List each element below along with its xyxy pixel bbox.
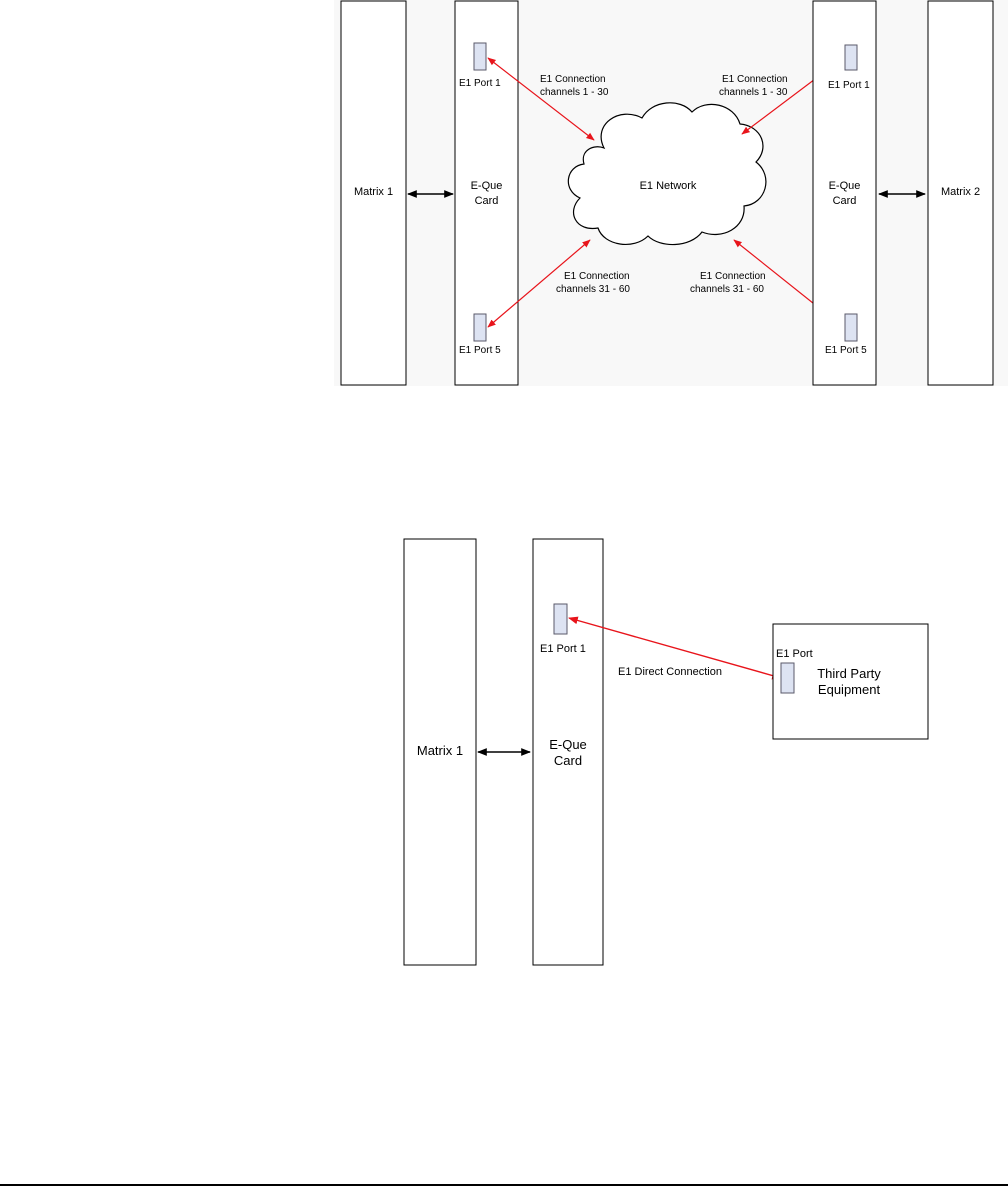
e1-port-1-right-label: E1 Port 1 — [828, 80, 870, 91]
e1-port-1-left-label: E1 Port 1 — [459, 78, 501, 89]
matrix-2-label: Matrix 2 — [941, 186, 980, 198]
e-que-card-direct-label-line1: E-Que — [549, 737, 587, 752]
e-que-card-direct-label-line2: Card — [554, 753, 582, 768]
e1-port-5-right-label: E1 Port 5 — [825, 345, 867, 356]
page-footer-rule — [0, 1184, 1008, 1186]
diagram-2: Matrix 1 E-Que Card E1 Port 1 E1 Direct … — [403, 538, 929, 966]
equipment-e1-port — [780, 662, 795, 694]
e1-network-cloud: E1 Network — [567, 102, 767, 246]
conn-bottom-left-label-line1: E1 Connection — [564, 271, 630, 282]
third-party-equipment-label-line2: Equipment — [818, 682, 881, 697]
conn-top-left-label-line1: E1 Connection — [540, 74, 606, 85]
e-que-card-left-label-line1: E-Que — [471, 180, 503, 192]
conn-top-left-label-line2: channels 1 - 30 — [540, 87, 609, 98]
e1-port-1-left — [473, 42, 487, 71]
conn-bottom-left-label-line2: channels 31 - 60 — [556, 284, 630, 295]
equipment-e1-port-label: E1 Port — [776, 648, 813, 660]
e-que-card-right-label-line2: Card — [833, 195, 857, 207]
diagram-1: Matrix 1 E-Que Card E1 Port 1 E1 Port 5 … — [340, 0, 994, 386]
third-party-equipment-label-line1: Third Party — [817, 666, 881, 681]
conn-bottom-right-label-line1: E1 Connection — [700, 271, 766, 282]
third-party-equipment-box: Third Party Equipment — [772, 623, 929, 740]
e-que-card-left-label-line2: Card — [475, 195, 499, 207]
conn-bottom-right-label-line2: channels 31 - 60 — [690, 284, 764, 295]
direct-connection-line — [568, 616, 782, 680]
e1-port-5-left-label: E1 Port 5 — [459, 345, 501, 356]
matrix-1-label: Matrix 1 — [354, 186, 393, 198]
e1-network-label: E1 Network — [640, 180, 697, 192]
matrix-1-direct-label: Matrix 1 — [417, 743, 463, 758]
conn-top-right-label-line2: channels 1 - 30 — [719, 87, 788, 98]
direct-connection-label: E1 Direct Connection — [618, 666, 722, 678]
e-que-card-direct: E-Que Card — [532, 538, 604, 966]
e1-port-1-direct — [553, 603, 568, 635]
matrix-2-box: Matrix 2 — [927, 0, 994, 386]
e1-port-5-left — [473, 313, 487, 342]
e1-port-1-direct-label: E1 Port 1 — [540, 643, 586, 655]
e-que-card-right-label-line1: E-Que — [829, 180, 861, 192]
e1-port-1-right — [844, 44, 858, 71]
e1-port-5-right — [844, 313, 858, 342]
matrix-1-box: Matrix 1 — [340, 0, 407, 386]
matrix-1-box-direct: Matrix 1 — [403, 538, 477, 966]
connection-port5-left-to-network — [487, 239, 591, 328]
conn-top-right-label-line1: E1 Connection — [722, 74, 788, 85]
connection-port1-left-to-network — [487, 57, 595, 141]
